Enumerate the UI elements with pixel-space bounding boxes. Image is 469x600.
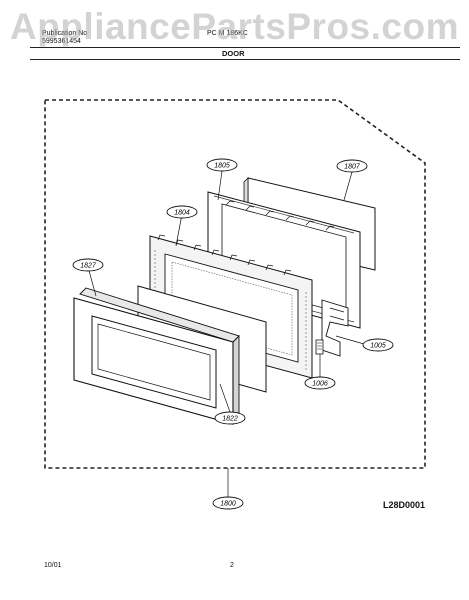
publication-value: 5995361454 [42,38,81,45]
callout-1005-label: 1005 [370,343,386,350]
part-1827 [73,287,240,426]
diagram-code: L28D0001 [383,500,426,510]
leader-lines [87,170,365,497]
callout-1827: 1827 [72,258,104,272]
footer-page-number: 2 [230,562,234,569]
header-rule-bottom [30,59,460,60]
callout-1800-label: 1800 [220,501,236,508]
model-number: PC M 186KC [207,30,248,37]
footer-date: 10/01 [44,562,62,569]
callout-1805: 1805 [206,158,238,172]
callout-1804-label: 1804 [174,210,190,217]
callout-1822-label: 1822 [222,416,238,423]
callout-1005: 1005 [362,338,394,352]
publication-number: Publication No 5995361454 [42,30,87,46]
callout-1804: 1804 [166,205,198,219]
door-latch [315,299,349,357]
callout-1807: 1807 [336,159,368,173]
callout-1006-label: 1006 [312,381,328,388]
callout-1006: 1006 [304,376,336,390]
callout-1827-label: 1827 [80,263,97,270]
header-rule-top [30,47,460,48]
callout-1822: 1822 [214,411,246,425]
callout-1807-label: 1807 [344,164,361,171]
section-title: DOOR [222,49,245,58]
callout-1805-label: 1805 [214,163,230,170]
publication-label: Publication No [42,30,88,37]
callout-1800: 1800 [212,496,244,510]
